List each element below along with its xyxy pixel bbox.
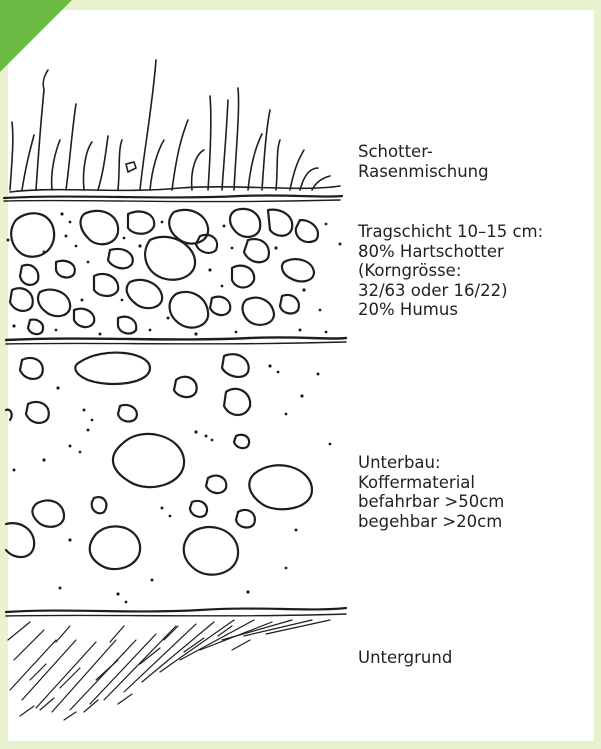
label-subbase: Unterbau: Koffermaterial befahrbar >50cm… (358, 453, 588, 531)
base-boundary-line (6, 337, 346, 340)
subsoil-hatching (8, 620, 330, 720)
subbase-gravel (13, 364, 332, 603)
label-subsoil: Untergrund (358, 648, 588, 668)
grass-layer (10, 60, 340, 192)
label-base-course: Tragschicht 10–15 cm: 80% Hartschotter (… (358, 222, 588, 320)
subbase-stones (6, 353, 312, 575)
label-turf-layer: Schotter- Rasenmischung (358, 142, 588, 181)
turf-boundary-line (4, 195, 342, 198)
base-course-stones (10, 209, 318, 334)
subsoil-boundary-line (6, 608, 346, 612)
